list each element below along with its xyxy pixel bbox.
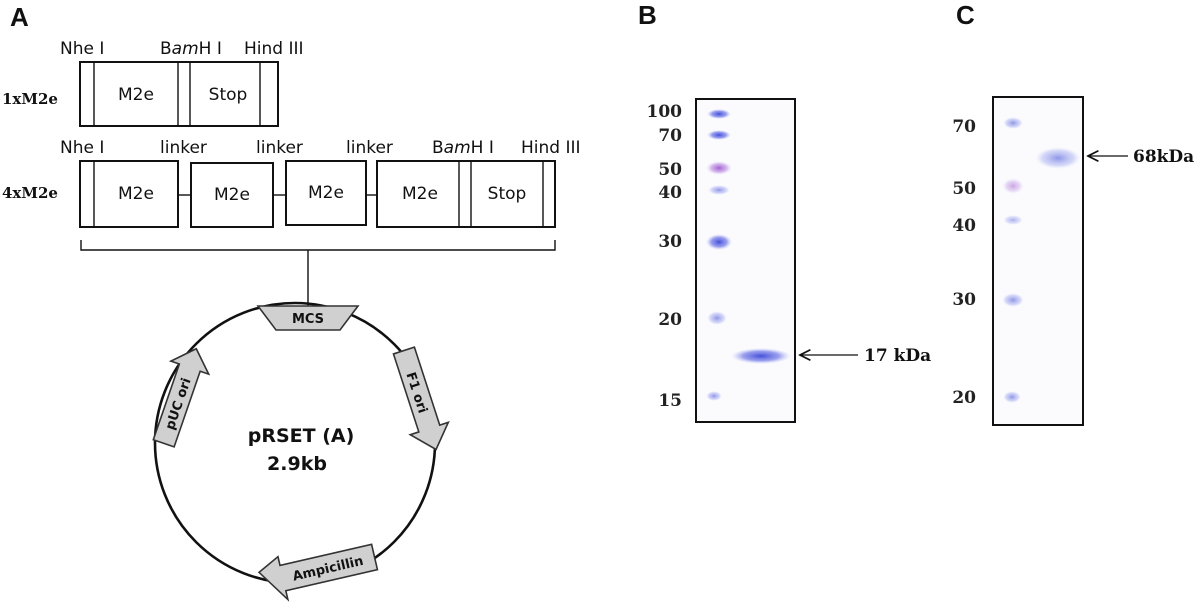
site-nhe-1x: Nhe I xyxy=(60,39,104,59)
segment-m2e: M2e xyxy=(214,185,250,205)
puc-ori-arrow: pUC ori xyxy=(152,347,211,448)
marker-band xyxy=(708,185,730,195)
row-label-4x: 4xM2e xyxy=(2,184,58,202)
marker-band xyxy=(707,109,731,119)
marker-band xyxy=(1003,391,1021,403)
site-linker-2: linker xyxy=(256,138,303,158)
construct-4x-box-4 xyxy=(376,160,556,228)
gel-c: 70 50 40 30 20 68kDa xyxy=(952,96,1194,426)
f1-ori-arrow: F1 ori xyxy=(392,346,450,451)
mw-label: 20 xyxy=(658,310,682,330)
construct-4x-box-3 xyxy=(285,160,367,226)
marker-band xyxy=(706,161,732,175)
plasmid-map: MCS F1 ori pUC ori Ampicillin pRSET (A) … xyxy=(152,301,450,602)
mw-label: 70 xyxy=(952,117,976,137)
mw-label: 100 xyxy=(647,102,683,122)
site-bamhi-4x: BamH I xyxy=(432,138,494,158)
mcs-trapezoid xyxy=(256,305,360,331)
mw-label: 50 xyxy=(658,160,682,180)
site-nhe-4x: Nhe I xyxy=(60,138,104,158)
sample-band-17kda xyxy=(731,348,791,364)
site-linker-1: linker xyxy=(160,138,207,158)
panel-b-letter: B xyxy=(638,0,657,30)
gel-b: 100 70 50 40 30 20 15 17 kDa xyxy=(647,98,931,423)
gel-b-frame xyxy=(695,98,796,423)
marker-band xyxy=(706,391,722,401)
gel-c-frame xyxy=(992,96,1084,426)
mw-label: 30 xyxy=(658,232,682,252)
site-linker-3: linker xyxy=(346,138,393,158)
construct-1x: Nhe I BamH I Hind III 1xM2e M2e Stop xyxy=(2,39,304,127)
marker-band xyxy=(1002,293,1024,307)
construct-4x: Nhe I linker linker linker BamH I Hind I… xyxy=(2,138,581,228)
ampicillin-arrow: Ampicillin xyxy=(257,543,379,602)
marker-band xyxy=(1003,117,1023,129)
plasmid-name: pRSET (A) xyxy=(248,425,355,447)
mw-label: 30 xyxy=(952,290,976,310)
insert-bracket xyxy=(80,240,556,251)
marker-band xyxy=(1003,215,1023,225)
segment-m2e: M2e xyxy=(118,85,154,105)
panel-c-letter: C xyxy=(956,0,975,30)
segment-m2e: M2e xyxy=(308,183,344,203)
marker-band xyxy=(707,311,727,325)
marker-band xyxy=(707,130,731,140)
site-hindiii-1x: Hind III xyxy=(244,39,304,59)
mw-label: 40 xyxy=(658,183,682,203)
panel-a-letter: A xyxy=(10,2,29,32)
construct-1x-box xyxy=(79,61,279,127)
segment-m2e: M2e xyxy=(402,184,438,204)
mw-label: 50 xyxy=(952,179,976,199)
band-label-68kda: 68kDa xyxy=(1133,147,1194,167)
segment-stop: Stop xyxy=(488,184,527,204)
band-label-17kda: 17 kDa xyxy=(864,346,931,366)
mw-label: 40 xyxy=(952,216,976,236)
sample-band-68kda xyxy=(1035,147,1081,169)
row-label-1x: 1xM2e xyxy=(2,90,58,108)
marker-band xyxy=(1002,178,1024,194)
mw-label: 70 xyxy=(658,126,682,146)
mw-label: 20 xyxy=(952,388,976,408)
marker-band xyxy=(706,234,732,250)
segment-stop: Stop xyxy=(209,85,248,105)
mw-label: 15 xyxy=(658,391,682,411)
plasmid-size: 2.9kb xyxy=(267,453,327,475)
mcs-label: MCS xyxy=(292,312,324,327)
construct-4x-box-1 xyxy=(79,160,179,228)
segment-m2e: M2e xyxy=(118,184,154,204)
site-bamhi-1x: BamH I xyxy=(160,39,222,59)
site-hindiii-4x: Hind III xyxy=(521,138,581,158)
